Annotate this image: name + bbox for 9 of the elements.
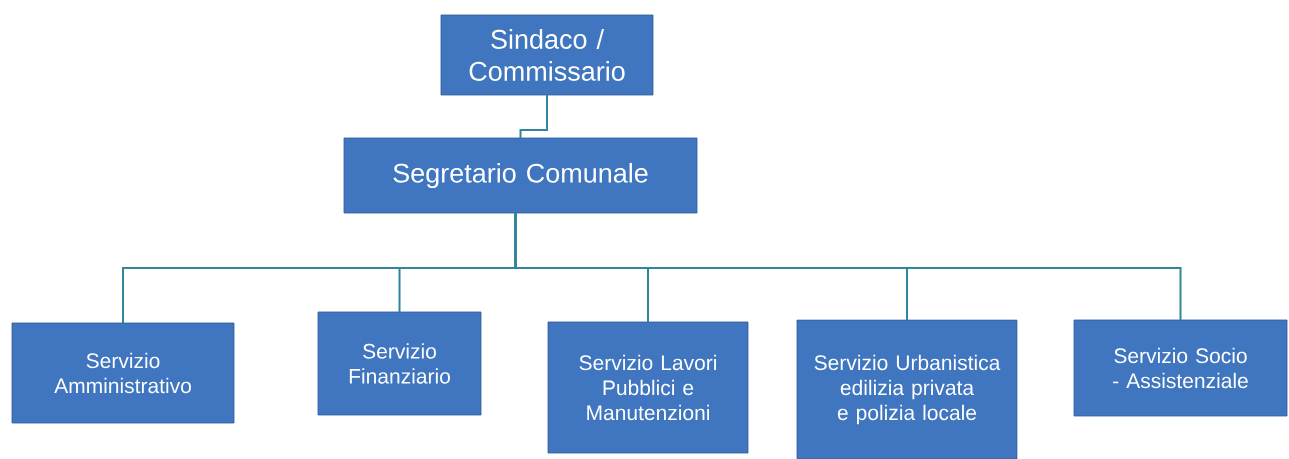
connector-line (519, 94, 548, 139)
org-box: Sindaco / Commissario (440, 14, 654, 96)
org-box: Servizio Lavori Pubblici e Manutenzioni (547, 321, 749, 454)
org-box: Servizio Finanziario (317, 311, 482, 416)
connector-line (514, 212, 1182, 321)
org-box: Servizio Socio - Assistenziale (1073, 319, 1288, 417)
org-box: Servizio Urbanistica edilizia privata e polizia locale (796, 319, 1018, 459)
org-box: Segretario Comunale (343, 137, 698, 214)
org-box: Servizio Amministrativo (11, 322, 235, 424)
